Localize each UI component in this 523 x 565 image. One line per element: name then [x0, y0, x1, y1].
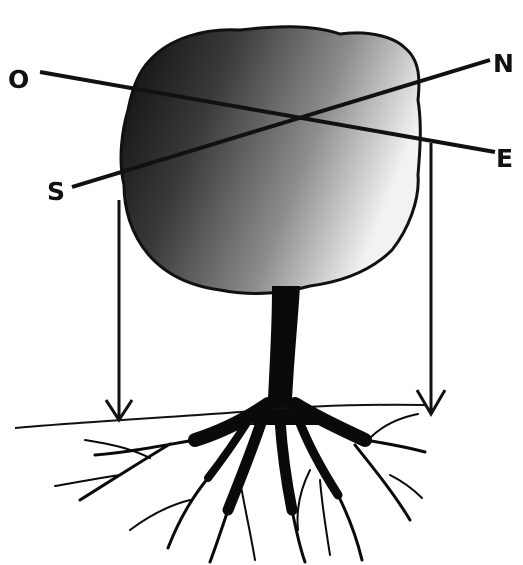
label-east: E [496, 144, 513, 173]
right-down-arrow-icon [417, 143, 445, 414]
label-north: N [493, 49, 514, 78]
tree-roots-icon [55, 404, 425, 562]
label-south: S [47, 177, 65, 206]
label-west: O [8, 65, 29, 94]
left-down-arrow-icon [106, 200, 132, 420]
